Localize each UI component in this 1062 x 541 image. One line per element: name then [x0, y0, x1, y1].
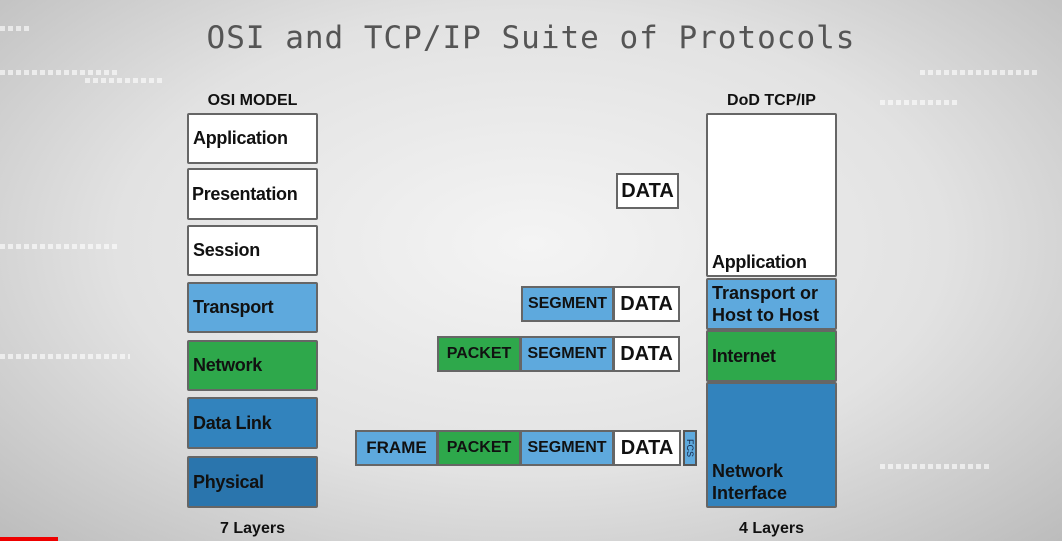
dod-layer-network-interface: Network Interface: [706, 382, 837, 508]
dod-header: DoD TCP/IP: [727, 92, 816, 109]
pdu-data-row3: DATA: [613, 336, 680, 372]
pdu-data-row1: DATA: [616, 173, 679, 209]
osi-layer-data-link: Data Link: [187, 397, 318, 449]
osi-layer-transport: Transport: [187, 282, 318, 333]
pdu-data-row2: DATA: [613, 286, 680, 322]
osi-layer-application: Application: [187, 113, 318, 164]
dod-layer-internet: Internet: [706, 330, 837, 382]
osi-layer-network: Network: [187, 340, 318, 391]
osi-header: OSI MODEL: [207, 92, 298, 109]
slide-title: OSI and TCP/IP Suite of Protocols: [206, 20, 856, 56]
dod-layer-transport: Transport or Host to Host: [706, 278, 837, 330]
osi-layer-session: Session: [187, 225, 318, 276]
pdu-segment-row2: SEGMENT: [521, 286, 614, 322]
pdu-packet-row3: PACKET: [437, 336, 521, 372]
pdu-packet-row4: PACKET: [437, 430, 521, 466]
video-progress-bar[interactable]: [0, 537, 59, 541]
pdu-segment-row4: SEGMENT: [520, 430, 614, 466]
dod-layer-application: Application: [706, 113, 837, 277]
pdu-frame-row4: FRAME: [355, 430, 438, 466]
pdu-segment-row3: SEGMENT: [520, 336, 614, 372]
pdu-data-row4: DATA: [613, 430, 681, 466]
osi-layer-physical: Physical: [187, 456, 318, 508]
osi-layer-presentation: Presentation: [187, 168, 318, 220]
osi-footer: 7 Layers: [220, 520, 285, 537]
pdu-fcs-row4: FCS: [683, 430, 697, 466]
dod-footer: 4 Layers: [739, 520, 804, 537]
